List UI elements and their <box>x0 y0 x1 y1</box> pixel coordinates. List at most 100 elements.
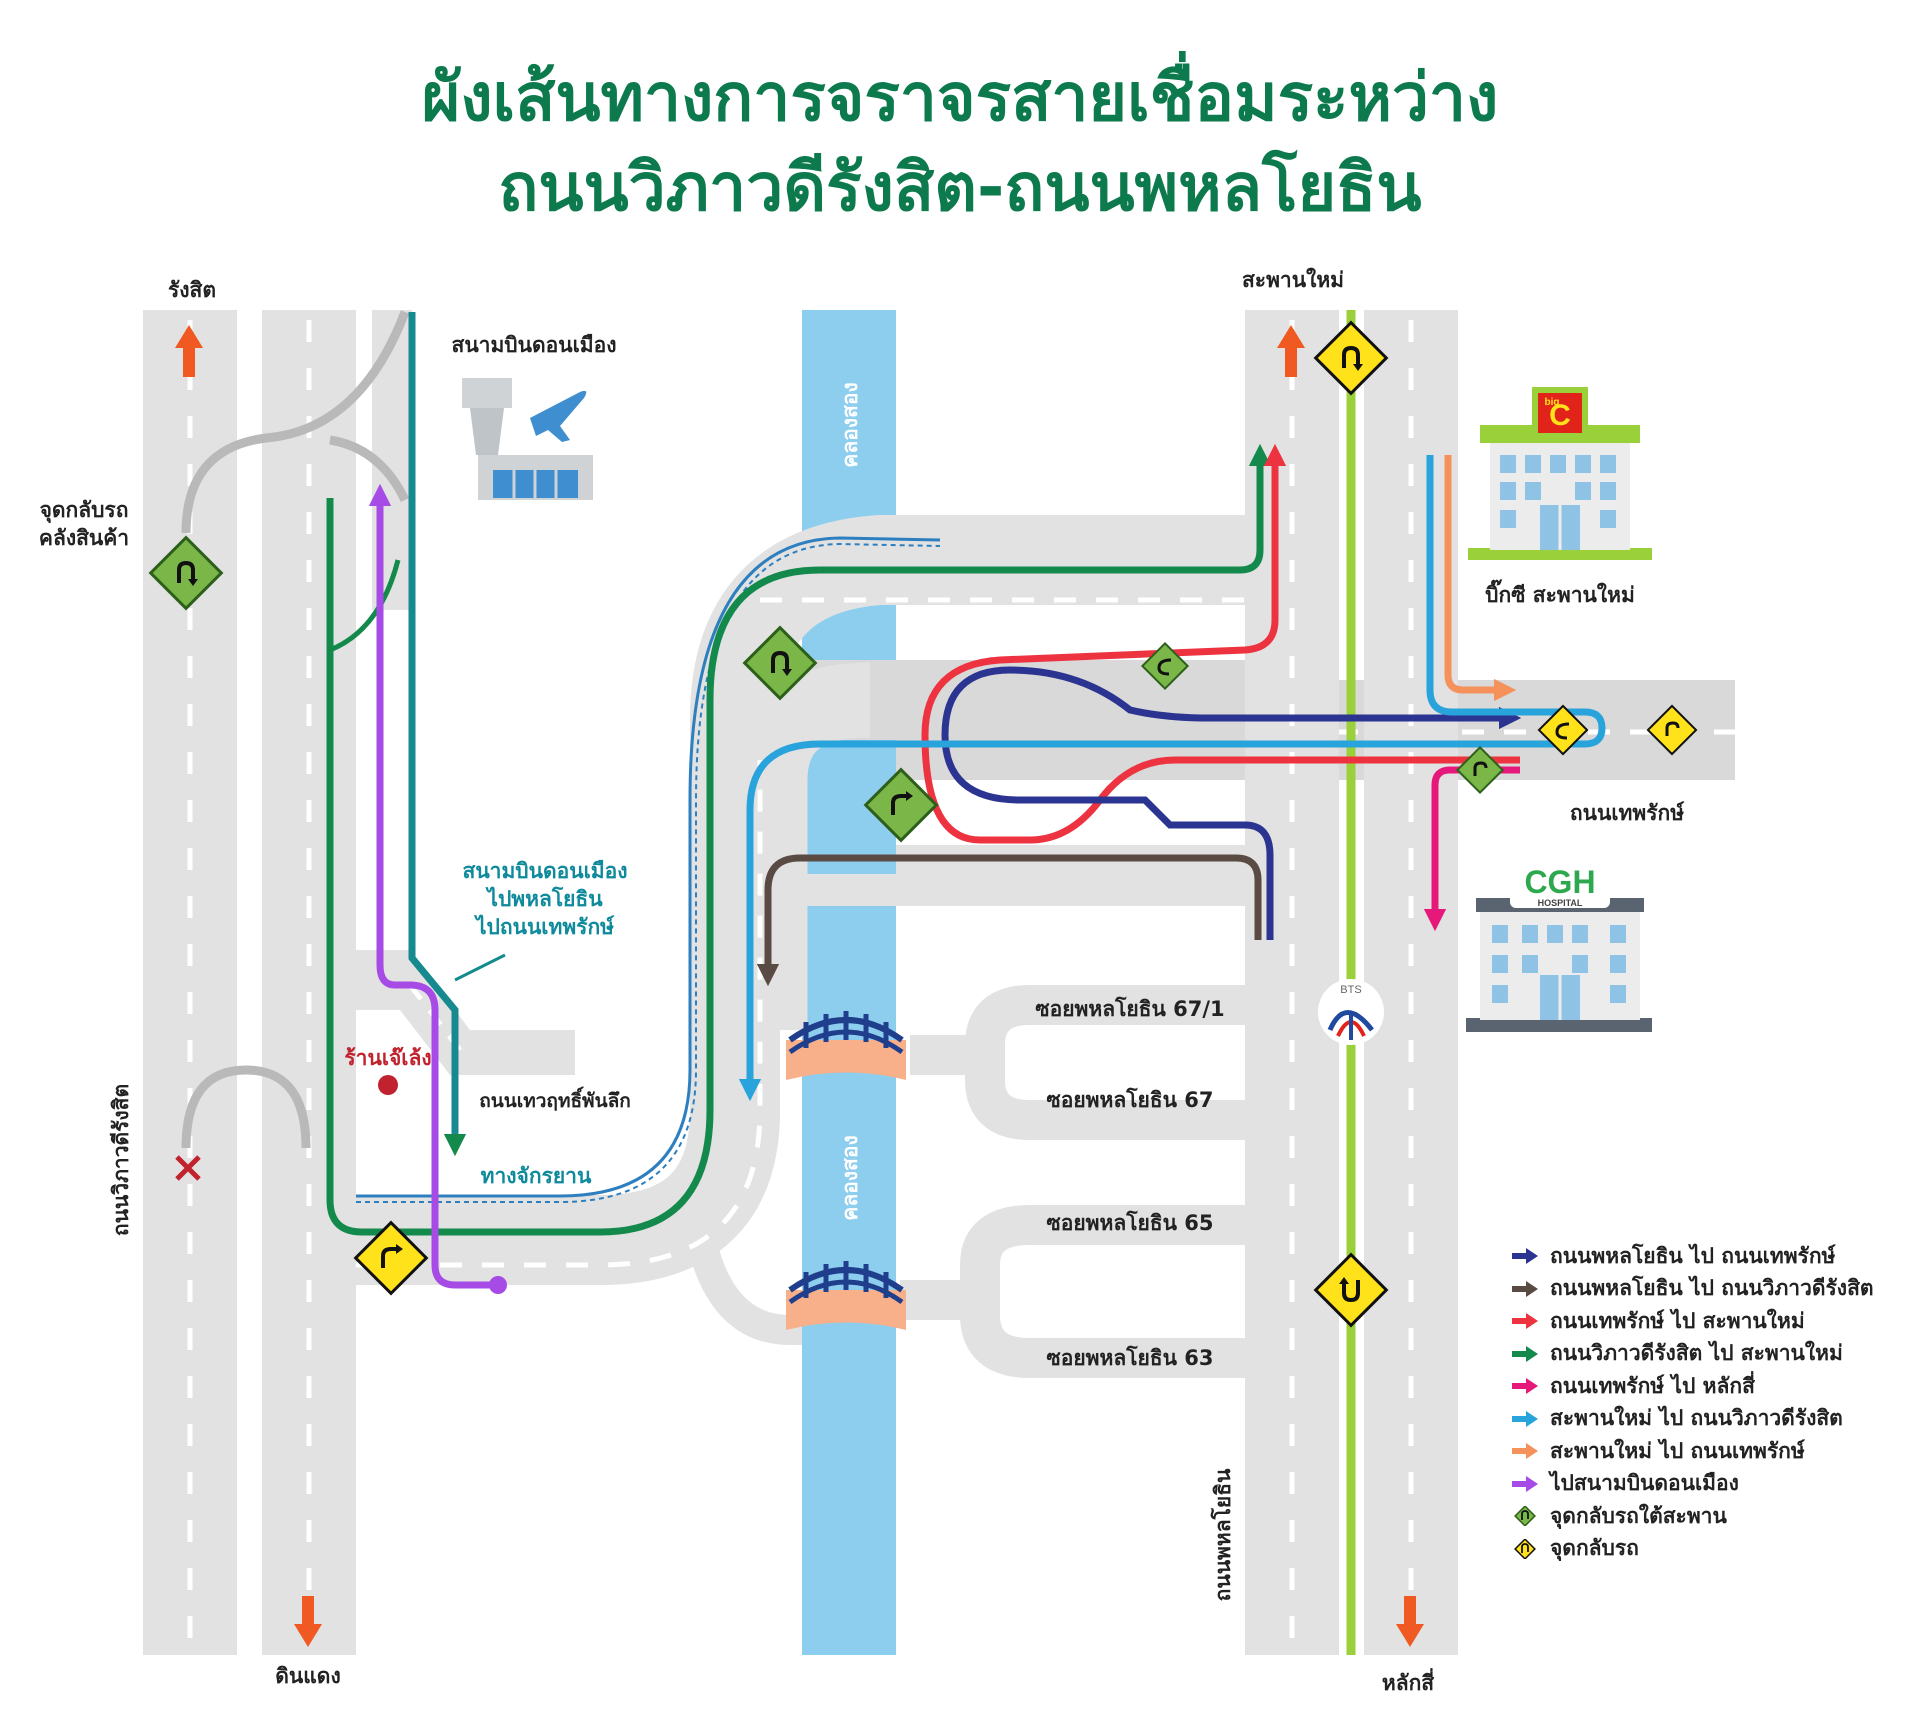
title-line-1: ผังเส้นทางการจราจรสายเชื่อมระหว่าง <box>421 59 1499 136</box>
label-saphan-mai: สะพานใหม่ <box>1242 267 1344 292</box>
legend-label: ถนนเทพรักษ์ ไป หลักสี่ <box>1550 1373 1755 1398</box>
cgh-logo-text: CGH <box>1524 864 1595 900</box>
legend-item: ถนนพหลโยธิน ไป ถนนเทพรักษ์ <box>1510 1240 1910 1273</box>
label-airport-note-1: สนามบินดอนเมือง <box>463 859 628 883</box>
arrow-icon <box>1512 1313 1538 1330</box>
canal-label-north: คลองสอง <box>838 382 862 467</box>
uturn-icon <box>1313 1252 1389 1328</box>
title-line-2: ถนนวิภาวดีรังสิต-ถนนพหลโยธิน <box>498 149 1422 226</box>
label-uturn-warehouse-1: จุดกลับรถ <box>40 498 129 524</box>
bts-logo-text: BTS <box>1340 984 1361 996</box>
arrow-icon <box>1512 1443 1538 1460</box>
arrow-icon <box>1512 1410 1538 1427</box>
uturn-underpass-icon <box>742 625 818 701</box>
legend-label: จุดกลับรถ <box>1550 1536 1639 1561</box>
uturn-icon <box>353 1220 429 1296</box>
arrow-icon <box>1512 1475 1538 1492</box>
route-red-thep-rak-to-saphanmai <box>921 443 1520 844</box>
label-jae-leng: ร้านเจ๊เล้ง <box>344 1046 431 1070</box>
no-entry-icon <box>175 1155 201 1181</box>
direction-arrow-din-daeng <box>294 1596 322 1647</box>
direction-arrow-rangsit <box>175 325 203 377</box>
route-pink-thep-rak-to-laksi <box>1423 766 1520 932</box>
legend-item: สะพานใหม่ ไป ถนนเทพรักษ์ <box>1510 1435 1910 1468</box>
label-din-daeng: ดินแดง <box>275 1664 340 1688</box>
label-soi-67: ซอยพหลโยธิน 67 <box>1046 1087 1213 1112</box>
uturn-underpass-icon <box>1140 641 1190 691</box>
canal: คลองสอง คลองสอง <box>802 310 896 1655</box>
airport-icon <box>462 378 593 500</box>
legend-label: จุดกลับรถใต้สะพาน <box>1550 1503 1727 1528</box>
label-soi-65: ซอยพหลโยธิน 65 <box>1046 1210 1213 1235</box>
vibhavadi-road <box>143 310 356 1655</box>
legend-label: ถนนพหลโยธิน ไป ถนนเทพรักษ์ <box>1550 1243 1836 1268</box>
legend-label: ถนนวิภาวดีรังสิต ไป สะพานใหม่ <box>1550 1341 1843 1366</box>
label-lak-si: หลักสี่ <box>1382 1667 1434 1695</box>
label-thewarit-road: ถนนเทวฤทธิ์พันลึก <box>479 1086 630 1112</box>
legend-item: จุดกลับรถ <box>1510 1533 1910 1566</box>
big-c-logo-text: big <box>1545 397 1560 408</box>
label-don-mueang-airport: สนามบินดอนเมือง <box>452 333 617 357</box>
footbridge-south <box>786 1261 906 1330</box>
label-phahon-road: ถนนพหลโยธิน <box>1210 1468 1235 1601</box>
phahon-road <box>1245 310 1458 1655</box>
legend-item: ไปสนามบินดอนเมือง <box>1510 1468 1910 1501</box>
label-uturn-warehouse-2: คลังสินค้า <box>39 526 129 550</box>
label-vibhavadi-road: ถนนวิภาวดีรังสิต <box>109 1084 133 1236</box>
arrow-icon <box>1512 1248 1538 1265</box>
route-purple-to-airport <box>368 483 507 1294</box>
legend-label: สะพานใหม่ ไป ถนนวิภาวดีรังสิต <box>1550 1406 1843 1431</box>
uturn-icon <box>1313 320 1389 396</box>
route-orange-saphanmai-to-thep-rak <box>1444 455 1517 702</box>
route-navy-phahon-to-thep-rak <box>941 666 1522 940</box>
cgh-hospital-building: CGH HOSPITAL <box>1466 860 1652 1032</box>
route-brown-phahon-to-vibhavadi <box>756 854 1262 987</box>
route-blue-saphanmai-to-vibhavadi <box>738 455 1606 1102</box>
label-big-c: บิ๊กซี สะพานใหม่ <box>1485 579 1635 607</box>
direction-arrow-laksi <box>1396 1596 1424 1647</box>
cgh-logo-subtext: HOSPITAL <box>1538 898 1583 908</box>
uturn-underpass-icon <box>1514 1506 1536 1527</box>
canal-crossings <box>356 515 1245 1285</box>
uturn-icon <box>1514 1538 1536 1559</box>
legend-label: ถนนพหลโยธิน ไป ถนนวิภาวดีรังสิต <box>1550 1276 1874 1301</box>
bike-lane <box>356 536 941 1203</box>
label-airport-note-2: ไปพหลโยธิน <box>485 886 603 911</box>
arrow-icon <box>1512 1345 1538 1362</box>
legend-label: สะพานใหม่ ไป ถนนเทพรักษ์ <box>1550 1438 1805 1463</box>
big-c-building: C big <box>1468 387 1652 560</box>
label-airport-note-3: ไปถนนเทพรักษ์ <box>474 914 615 939</box>
canal-label-south: คลองสอง <box>838 1135 862 1220</box>
legend-item: สะพานใหม่ ไป ถนนวิภาวดีรังสิต <box>1510 1403 1910 1436</box>
legend-item: ถนนวิภาวดีรังสิต ไป สะพานใหม่ <box>1510 1338 1910 1371</box>
legend-item: ถนนเทพรักษ์ ไป สะพานใหม่ <box>1510 1305 1910 1338</box>
legend-label: ถนนเทพรักษ์ ไป สะพานใหม่ <box>1550 1308 1805 1333</box>
uturn-underpass-icon <box>863 767 939 843</box>
label-bike-lane: ทางจักรยาน <box>481 1164 592 1188</box>
label-thep-rak-road: ถนนเทพรักษ์ <box>1570 801 1685 825</box>
uturn-icon <box>1537 704 1589 756</box>
gray-access-curves <box>181 310 410 1149</box>
legend-item: จุดกลับรถใต้สะพาน <box>1510 1500 1910 1533</box>
big-c-logo-letter: C <box>1549 399 1571 432</box>
route-green-vibhavadi-to-saphanmai <box>326 443 1272 1236</box>
direction-arrow-saphanmai <box>1277 325 1305 377</box>
label-soi-67-1: ซอยพหลโยธิน 67/1 <box>1035 996 1224 1021</box>
legend-item: ถนนเทพรักษ์ ไป หลักสี่ <box>1510 1370 1910 1403</box>
legend-item: ถนนพหลโยธิน ไป ถนนวิภาวดีรังสิต <box>1510 1273 1910 1306</box>
legend-label: ไปสนามบินดอนเมือง <box>1550 1471 1739 1496</box>
airport-note-pointer <box>454 953 506 982</box>
uturn-underpass-icon <box>148 535 224 611</box>
uturn-underpass-icon <box>1455 745 1505 795</box>
jae-leng-location-dot <box>378 1075 398 1095</box>
bts-station-icon: BTS <box>1318 979 1384 1045</box>
route-teal-airport <box>408 312 467 1157</box>
arrow-icon <box>1512 1378 1538 1395</box>
soi-roads <box>900 985 1245 1378</box>
arrow-icon <box>1512 1280 1538 1297</box>
uturn-icon <box>1646 704 1698 756</box>
label-soi-63: ซอยพหลโยธิน 63 <box>1046 1345 1213 1370</box>
label-rangsit: รังสิต <box>168 278 216 302</box>
footbridge-north <box>786 1011 906 1080</box>
legend: ถนนพหลโยธิน ไป ถนนเทพรักษ์ ถนนพหลโยธิน ไ… <box>1510 1240 1910 1565</box>
